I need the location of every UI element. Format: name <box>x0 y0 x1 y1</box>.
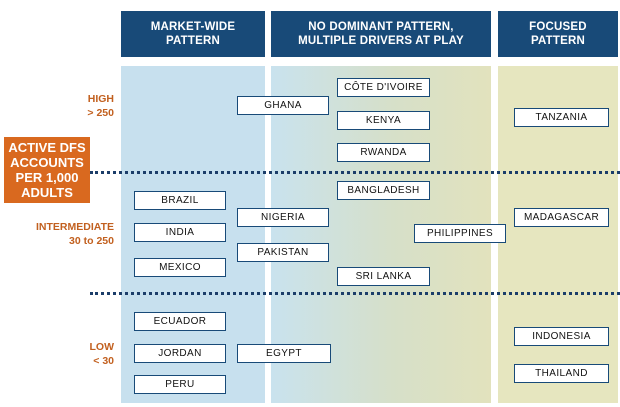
country-philippines: PHILIPPINES <box>414 224 506 243</box>
column-header-no-dominant: NO DOMINANT PATTERN, MULTIPLE DRIVERS AT… <box>271 11 491 57</box>
country-ecuador: ECUADOR <box>134 312 226 331</box>
row-label-high: HIGH > 250 <box>87 93 114 119</box>
country-brazil: BRAZIL <box>134 191 226 210</box>
axis-title-active-dfs: ACTIVE DFS ACCOUNTS PER 1,000 ADULTS <box>4 137 90 203</box>
country-rwanda: RWANDA <box>337 143 430 162</box>
country-cote-divoire: CÔTE D'IVOIRE <box>337 78 430 97</box>
column-header-focused: FOCUSED PATTERN <box>498 11 618 57</box>
row-label-low: LOW < 30 <box>89 341 115 367</box>
country-tanzania: TANZANIA <box>514 108 609 127</box>
country-mexico: MEXICO <box>134 258 226 277</box>
country-nigeria: NIGERIA <box>237 208 329 227</box>
country-thailand: THAILAND <box>514 364 609 383</box>
country-kenya: KENYA <box>337 111 430 130</box>
country-ghana: GHANA <box>237 96 329 115</box>
country-sri-lanka: SRI LANKA <box>337 267 430 286</box>
country-jordan: JORDAN <box>134 344 226 363</box>
row-divider-intermediate-low <box>90 292 620 295</box>
country-india: INDIA <box>134 223 226 242</box>
column-header-market-wide: MARKET-WIDE PATTERN <box>121 11 265 57</box>
row-divider-high-intermediate <box>90 171 620 174</box>
country-indonesia: INDONESIA <box>514 327 609 346</box>
country-egypt: EGYPT <box>237 344 331 363</box>
country-madagascar: MADAGASCAR <box>514 208 609 227</box>
row-label-intermediate: INTERMEDIATE 30 to 250 <box>36 221 114 247</box>
country-bangladesh: BANGLADESH <box>337 181 430 200</box>
country-pakistan: PAKISTAN <box>237 243 329 262</box>
country-peru: PERU <box>134 375 226 394</box>
